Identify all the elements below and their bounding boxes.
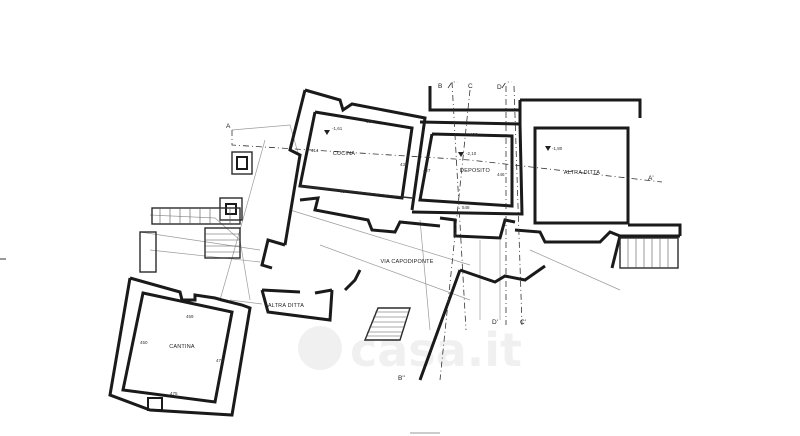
level-triangle-icon [458,152,464,157]
stairs-left [204,227,241,259]
cucina-walls [283,88,427,246]
level-markers [324,130,551,157]
section-label-b-top: B [438,83,442,90]
room-label-altra-ditta-top: ALTRA DITTA [564,170,600,176]
section-lines [231,81,663,381]
dimension-cucina-right: 438 [400,162,408,167]
stairs-center [363,307,411,341]
section-label-c-bottom: C' [520,319,526,326]
dimension-altra-level: -1,80 [552,146,563,151]
dimension-deposito-bottom: 548 [462,205,470,210]
dimension-deposito-width: 406 [470,132,478,137]
dimension-cucina-width: 304 [366,119,374,124]
dimension-deposito-left: 427 [423,168,431,173]
watermark-text: casa.it [350,323,522,377]
dimension-cucina-left: 414 [311,148,319,153]
house-logo-icon [298,326,342,370]
watermark: casa.it [298,323,522,377]
altra-ditta-top-walls [428,86,682,238]
room-label-cantina: CANTINA [169,344,195,350]
room-label-cucina: CUCINA [333,151,355,157]
dimension-cantina-right: 476 [216,358,224,363]
room-label-deposito: DEPOSITO [460,168,490,174]
altra-ditta-bottom-walls [260,288,334,322]
section-label-a-top: A [226,123,231,130]
room-label-altra-ditta-bottom: ALTRA DITTA [268,303,304,309]
room-label-via-capodiponte: VIA CAPODIPONTE [380,259,433,265]
section-label-d-top: D [497,84,502,91]
pillar-top [231,151,253,175]
dimension-cucina-level: -1,61 [332,126,343,131]
dimension-deposito-level: -2,10 [466,151,477,156]
dimension-cantina-left: 450 [140,340,148,345]
dimension-cantina-top: 459 [186,314,194,319]
dimension-cucina-bottom: 497 [340,189,348,194]
section-label-c-top: C [468,83,473,90]
section-label-b-bottom: B'' [398,375,405,382]
deposito-walls [411,120,524,216]
dimension-deposito-right: 446 [497,172,505,177]
level-triangle-icon [324,130,330,135]
hatched-walkway [139,207,241,273]
cantina-walls [108,276,252,417]
pillar-middle [219,197,243,221]
corridor-walls [260,196,622,381]
dimension-cantina-bottom: 475 [170,391,178,396]
background-structure [139,124,621,331]
section-label-d-bottom: D' [492,319,498,326]
stairs-right [619,237,679,269]
section-label-a-right: A' [648,175,654,182]
level-triangle-icon [545,146,551,151]
